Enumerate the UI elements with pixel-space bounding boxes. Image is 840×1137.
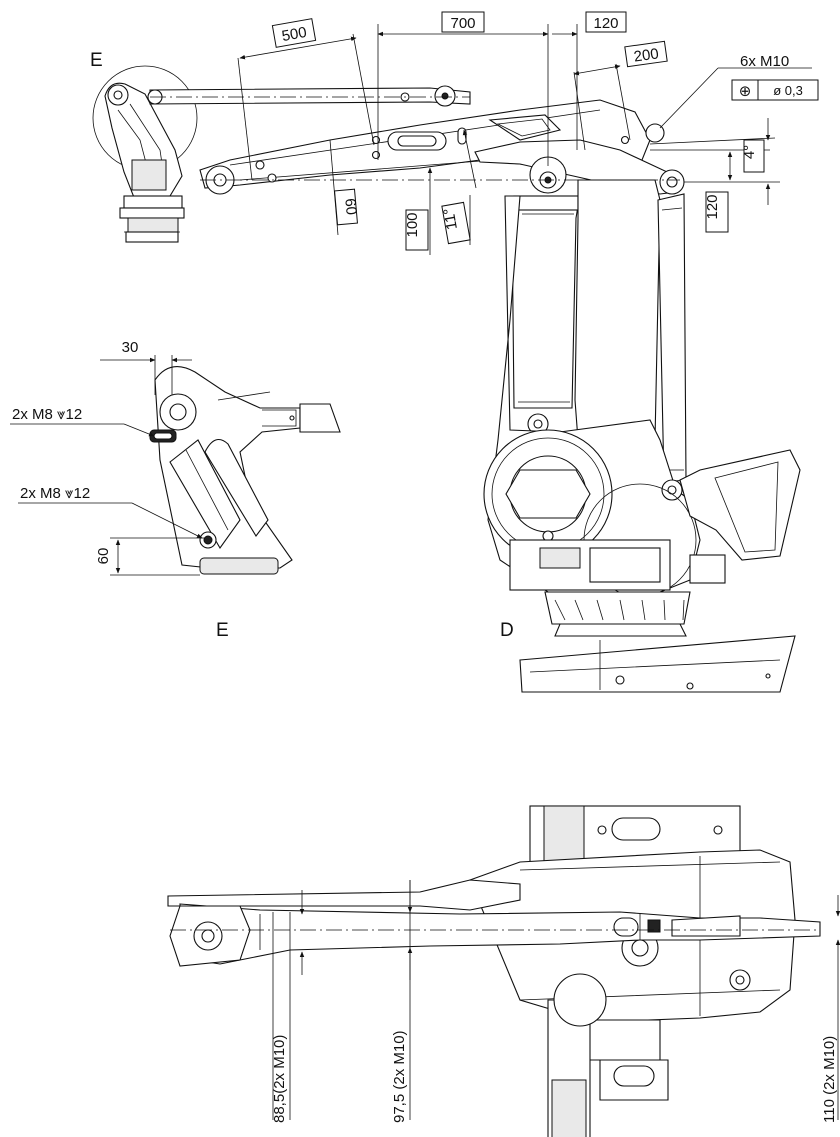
dim-200: 200 [573,40,668,151]
dim-4deg-label: 4° [741,145,758,159]
dim-11deg: 11° [440,129,477,245]
thread-callout-lower: 2x M8 ⩔12 [18,485,203,539]
dim-100-label: 100 [404,212,421,237]
dim-11deg-label: 11° [440,207,460,231]
detail-e-caption: E [216,620,229,641]
hole-thread-label: 6x M10 [740,53,789,70]
detail-e-view: 30 2x M8 ⩔12 2x M8 ⩔12 60 E [10,339,341,641]
dim-60-label: 60 [341,198,359,216]
dim-97-5: 97,5 (2x M10) [391,880,413,1123]
dim-120-top: 120 [552,11,627,150]
dim-4deg: 4° [649,118,776,205]
thread-lower-label: 2x M8 ⩔12 [20,485,90,502]
dim-100: 100 [404,167,433,255]
dim-110: 110 (2x M10) [821,895,840,1123]
wrist-assembly [104,82,185,243]
thread-callout-upper: 2x M8 ⩔12 [10,406,155,437]
dim-700: 700 [377,11,549,166]
hole-callout: 6x M10 ⊕ ø 0,3 [659,53,819,129]
dim-88-5-label: 88,5(2x M10) [271,1035,288,1123]
dim-88-5: 88,5(2x M10) [271,890,305,1123]
dim-500: 500 [237,18,375,181]
top-view: 88,5(2x M10) 97,5 (2x M10) 110 (2x M10) [167,805,840,1137]
side-view: 500 700 120 200 6x M1 [90,11,819,693]
upper-parallel-rod [147,85,471,107]
dim-120-right-label: 120 [704,194,721,219]
dim-200-label: 200 [633,45,660,65]
dim-500-label: 500 [280,24,308,45]
base-frame [483,195,796,693]
dim-120-top-label: 120 [593,15,618,32]
position-tolerance-value: ø 0,3 [773,83,803,98]
dim-97-5-label: 97,5 (2x M10) [391,1030,408,1123]
detail-callout-d: D [500,620,514,641]
thread-upper-label: 2x M8 ⩔12 [12,406,82,423]
dim-120-right: 120 [650,149,780,233]
dim-700-label: 700 [450,15,475,32]
dim-30: 30 [100,339,192,395]
dim-110-label: 110 (2x M10) [821,1036,838,1123]
position-tolerance-symbol: ⊕ [739,83,752,100]
detail-callout-e: E [90,50,103,71]
dim-60-detail-label: 60 [95,548,112,565]
upper-arm [199,99,665,195]
dim-60: 60 [329,139,360,236]
dim-60-detail: 60 [95,537,205,576]
motor-housing [679,449,801,584]
dim-30-label: 30 [122,339,139,356]
